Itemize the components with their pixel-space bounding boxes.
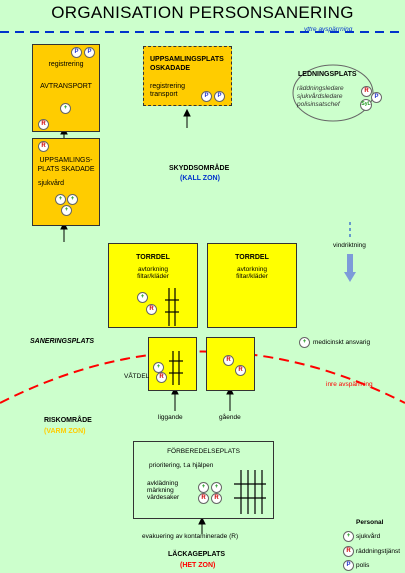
command-role-3: polisinsatschef bbox=[297, 101, 340, 108]
sylt-symbol: SyL bbox=[360, 99, 372, 111]
wind-arrow bbox=[344, 222, 356, 282]
registration-label: registrering bbox=[48, 61, 84, 68]
medical-symbol: + bbox=[211, 482, 222, 493]
inner-barrier-arc bbox=[0, 350, 405, 404]
avtransport-box: P P registrering AVTRANSPORT + R bbox=[32, 44, 100, 132]
medical-symbol: + bbox=[61, 205, 72, 216]
torrdel-text-1: avtorkning bbox=[237, 266, 267, 273]
page-title: ORGANISATION PERSONSANERING bbox=[51, 3, 354, 22]
collection-injured-box: R UPPSAMLINGS- PLATS SKADADE sjukvård + … bbox=[32, 138, 100, 226]
medical-symbol: + bbox=[67, 194, 78, 205]
rescue-symbol: R bbox=[211, 493, 222, 504]
medical-symbol: + bbox=[137, 292, 148, 303]
police-symbol: P bbox=[371, 92, 382, 103]
saneringsplats-label: SANERINGSPLATS bbox=[30, 338, 95, 345]
kall-zon-label: (KALL ZON) bbox=[180, 175, 220, 182]
collection-undamaged-line-1: UPPSAMLINGSPLATS bbox=[150, 56, 224, 63]
police-symbol: P bbox=[71, 47, 82, 58]
collection-undamaged-sub-2: transport bbox=[150, 91, 178, 98]
torrdel-text-2: filtar/kläder bbox=[236, 273, 268, 280]
step-2: märkning bbox=[147, 487, 174, 494]
vatdel-label: VÅTDEL bbox=[124, 373, 150, 380]
lackageplats-label: LÄCKAGEPLATS bbox=[168, 551, 226, 558]
forberedelse-label: FÖRBEREDELSEPLATS bbox=[167, 448, 240, 455]
step-1: avklädning bbox=[147, 480, 179, 487]
het-zon-label: (HET ZON) bbox=[180, 562, 216, 569]
legend-medical-label: sjukvård bbox=[356, 533, 381, 540]
medical-symbol: + bbox=[55, 194, 66, 205]
inner-barrier-label: inre avspärrning bbox=[326, 381, 373, 388]
vatdel-left-box: + R bbox=[148, 337, 197, 391]
police-symbol: P bbox=[214, 91, 225, 102]
collection-injured-line-2: PLATS SKADADE bbox=[37, 166, 95, 173]
step-3: värdesaker bbox=[147, 494, 180, 501]
command-role-1: räddningsledare bbox=[297, 85, 344, 92]
rescue-symbol: R bbox=[146, 304, 157, 315]
evacuation-label: evakuering av kontaminerade (R) bbox=[142, 533, 239, 540]
torrdel-label: TORRDEL bbox=[136, 254, 170, 261]
legend-title: Personal bbox=[356, 519, 384, 526]
medical-responsible-label: medicinskt ansvarig bbox=[313, 339, 371, 346]
torrdel-left-box: TORRDEL avtorkning filtar/kläder + R bbox=[108, 243, 198, 328]
rescue-symbol: R bbox=[198, 493, 209, 504]
vatdel-right-box: R R bbox=[206, 337, 255, 391]
legend-police-icon: P bbox=[343, 560, 354, 571]
police-symbol: P bbox=[201, 91, 212, 102]
police-symbol: P bbox=[84, 47, 95, 58]
torrdel-label: TORRDEL bbox=[235, 254, 269, 261]
wind-label: vindriktning bbox=[333, 242, 366, 249]
rescue-symbol: R bbox=[38, 119, 49, 130]
varm-zon-label: (VARM ZON) bbox=[44, 428, 86, 435]
torrdel-text-1: avtorkning bbox=[138, 266, 168, 273]
medical-symbol: + bbox=[60, 103, 71, 114]
medical-symbol: + bbox=[198, 482, 209, 493]
collection-undamaged-sub-1: registrering bbox=[150, 83, 186, 90]
avtransport-label: AVTRANSPORT bbox=[40, 83, 92, 90]
riskomrade-label: RISKOMRÅDE bbox=[44, 417, 92, 424]
rescue-symbol: R bbox=[361, 86, 372, 97]
forberedelse-box: FÖRBEREDELSEPLATS prioritering, t.a hjäl… bbox=[133, 441, 274, 519]
liggande-label: liggande bbox=[158, 414, 183, 421]
command-post-label: LEDNINGSPLATS bbox=[298, 71, 357, 78]
torrdel-right-box: TORRDEL avtorkning filtar/kläder bbox=[207, 243, 297, 328]
torrdel-text-2: filtar/kläder bbox=[137, 273, 169, 280]
skyddsomrade-label: SKYDDSOMRÅDE bbox=[169, 165, 230, 172]
rescue-symbol: R bbox=[235, 365, 246, 376]
gaende-label: gående bbox=[219, 414, 241, 421]
legend-rescue-icon: R bbox=[343, 546, 354, 557]
rescue-symbol: R bbox=[156, 372, 167, 383]
collection-undamaged-line-2: OSKADADE bbox=[150, 65, 191, 72]
legend-rescue-label: räddningstjänst bbox=[356, 548, 401, 555]
legend-medical-icon: + bbox=[343, 531, 354, 542]
medical-symbol: + bbox=[299, 337, 310, 348]
sjukvard-label: sjukvård bbox=[38, 180, 65, 187]
collection-undamaged-box: UPPSAMLINGSPLATS OSKADADE registrering t… bbox=[143, 46, 232, 106]
priority-label: prioritering, t.a hjälpen bbox=[149, 462, 214, 469]
collection-injured-line-1: UPPSAMLINGS- bbox=[39, 157, 93, 164]
legend-police-label: polis bbox=[356, 562, 370, 569]
command-role-2: sjukvårdsledare bbox=[297, 93, 343, 100]
rescue-symbol: R bbox=[223, 355, 234, 366]
outer-barrier-label: yttre avspärrning bbox=[304, 26, 353, 33]
rescue-symbol: R bbox=[38, 141, 49, 152]
